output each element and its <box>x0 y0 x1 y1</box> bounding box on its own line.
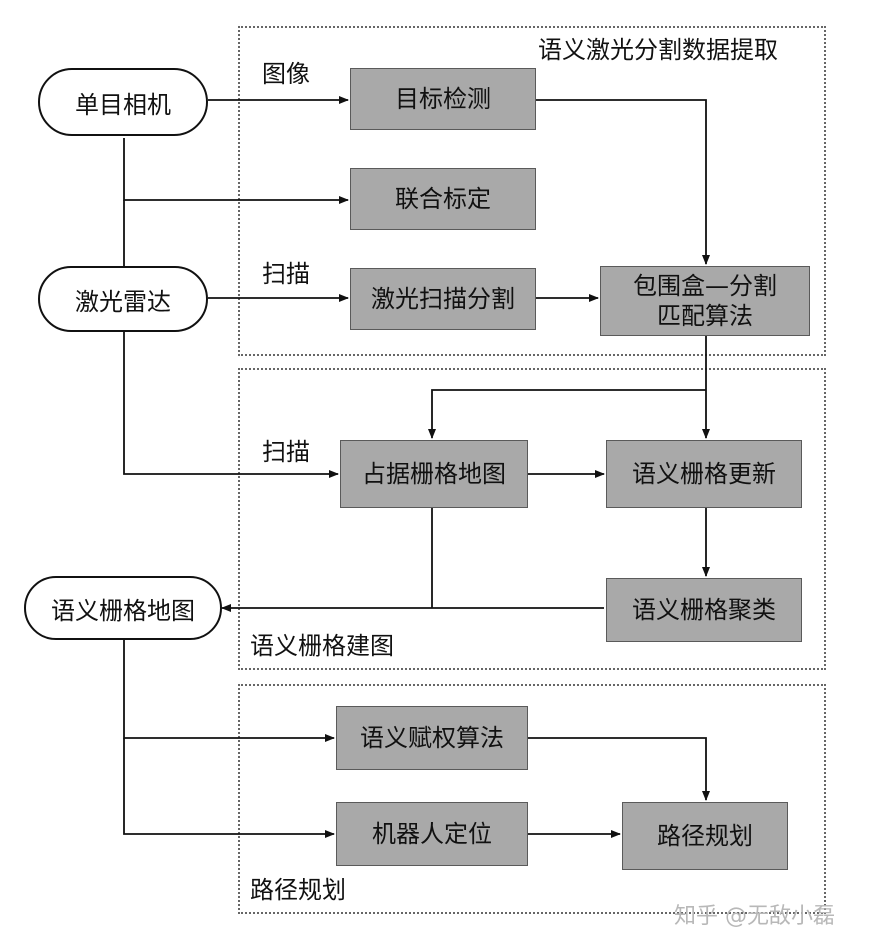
edge-map-localization <box>123 738 335 838</box>
occupancy-box: 占据栅格地图 <box>340 440 528 508</box>
edge-lidar-occupancy <box>123 330 339 478</box>
sem-cluster-box: 语义栅格聚类 <box>606 578 802 642</box>
region-extraction-label: 语义激光分割数据提取 <box>538 36 778 64</box>
semantic-map-node: 语义栅格地图 <box>24 576 222 640</box>
edge-label-scan-2: 扫描 <box>262 438 310 466</box>
region-planning-label: 路径规划 <box>250 876 346 904</box>
bbox-match-line1: 包围盒—分割 <box>633 272 777 300</box>
weighting-box: 语义赋权算法 <box>336 706 528 770</box>
edge-label-scan-1: 扫描 <box>262 260 310 288</box>
edge-weighting-plan <box>528 737 710 801</box>
camera-node: 单目相机 <box>38 68 208 136</box>
region-planning <box>238 684 826 914</box>
region-mapping-label: 语义栅格建图 <box>250 632 394 660</box>
localization-box: 机器人定位 <box>336 802 528 866</box>
region-extraction <box>238 26 826 356</box>
region-mapping <box>238 368 826 670</box>
lidar-seg-box: 激光扫描分割 <box>350 268 536 330</box>
lidar-node: 激光雷达 <box>38 266 208 332</box>
detect-box: 目标检测 <box>350 68 536 130</box>
sem-update-box: 语义栅格更新 <box>606 440 802 508</box>
edge-detect-bbox <box>536 99 710 265</box>
watermark: 知乎 @无敌小磊 <box>674 904 835 929</box>
bbox-match-box: 包围盒—分割 匹配算法 <box>600 266 810 336</box>
bbox-match-line2: 匹配算法 <box>657 302 753 330</box>
edge-label-image: 图像 <box>262 60 310 88</box>
edge-bbox-occupancy <box>428 389 706 439</box>
path-plan-box: 路径规划 <box>622 802 788 870</box>
edge-map-weighting <box>123 640 335 742</box>
calib-box: 联合标定 <box>350 168 536 230</box>
edge-camera-calib <box>123 138 349 204</box>
